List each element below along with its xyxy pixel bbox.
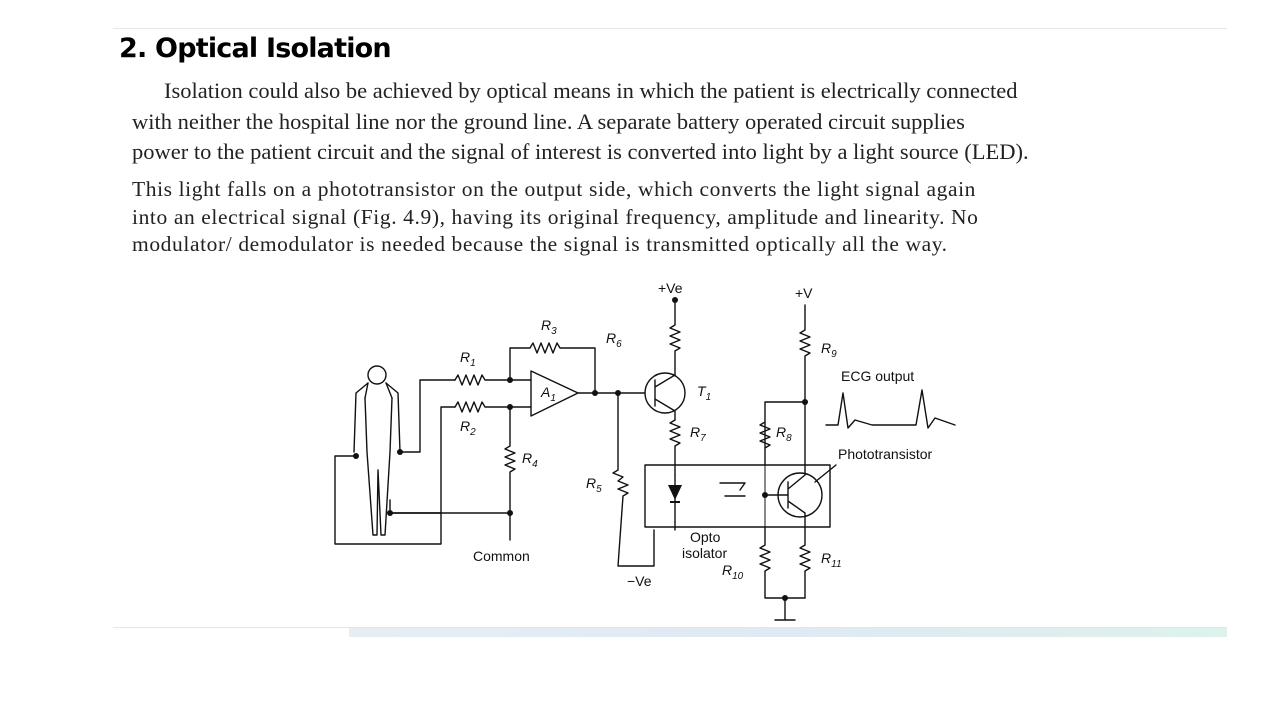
isolator-label: isolator <box>682 545 727 561</box>
paragraph-1-line-2: with neither the hospital line nor the g… <box>132 108 965 134</box>
supply-neg-label: −Ve <box>627 573 652 589</box>
paragraph-2-line-3: modulator/ demodulator is needed because… <box>132 232 948 256</box>
r3-label: R3 <box>541 317 557 337</box>
patient-figure-icon <box>353 365 401 536</box>
phototransistor-label: Phototransistor <box>838 446 932 462</box>
paragraph-2-line-2: into an electrical signal (Fig. 4.9), ha… <box>132 204 979 229</box>
supply-v-label: +V <box>795 285 813 301</box>
optical-isolation-circuit-diagram: +Ve +V −Ve A1 T1 R1 R2 R3 R4 R5 R6 R7 R8… <box>334 280 956 621</box>
r7-label: R7 <box>690 424 706 444</box>
paragraph-1: Isolation could also be achieved by opti… <box>132 76 1029 168</box>
paragraph-2-line-1: This light falls on a phototransistor on… <box>132 177 977 201</box>
section-title: 2. Optical Isolation <box>119 33 392 64</box>
transistor-label: T1 <box>697 383 711 403</box>
opto-label: Opto <box>690 529 721 545</box>
r4-label: R4 <box>522 450 538 470</box>
paragraph-2: This light falls on a phototransistor on… <box>132 176 979 259</box>
r10-label: R10 <box>722 562 744 582</box>
paragraph-1-line-1: Isolation could also be achieved by opti… <box>164 78 1018 103</box>
r5-label: R5 <box>586 475 602 495</box>
supply-pos-label: +Ve <box>658 280 683 296</box>
bottom-gradient-strip <box>349 628 1227 637</box>
paragraph-1-line-3: power to the patient circuit and the sig… <box>132 139 1029 164</box>
amplifier-label: A1 <box>540 384 556 404</box>
bottom-divider <box>113 627 1227 628</box>
r6-label: R6 <box>606 330 622 350</box>
ecg-output-label: ECG output <box>841 368 914 384</box>
r11-label: R11 <box>821 550 842 570</box>
common-label: Common <box>473 548 530 564</box>
r9-label: R9 <box>821 340 837 360</box>
r8-label: R8 <box>776 424 792 444</box>
r1-label: R1 <box>460 349 476 369</box>
top-divider <box>113 28 1227 29</box>
r2-label: R2 <box>460 418 476 438</box>
